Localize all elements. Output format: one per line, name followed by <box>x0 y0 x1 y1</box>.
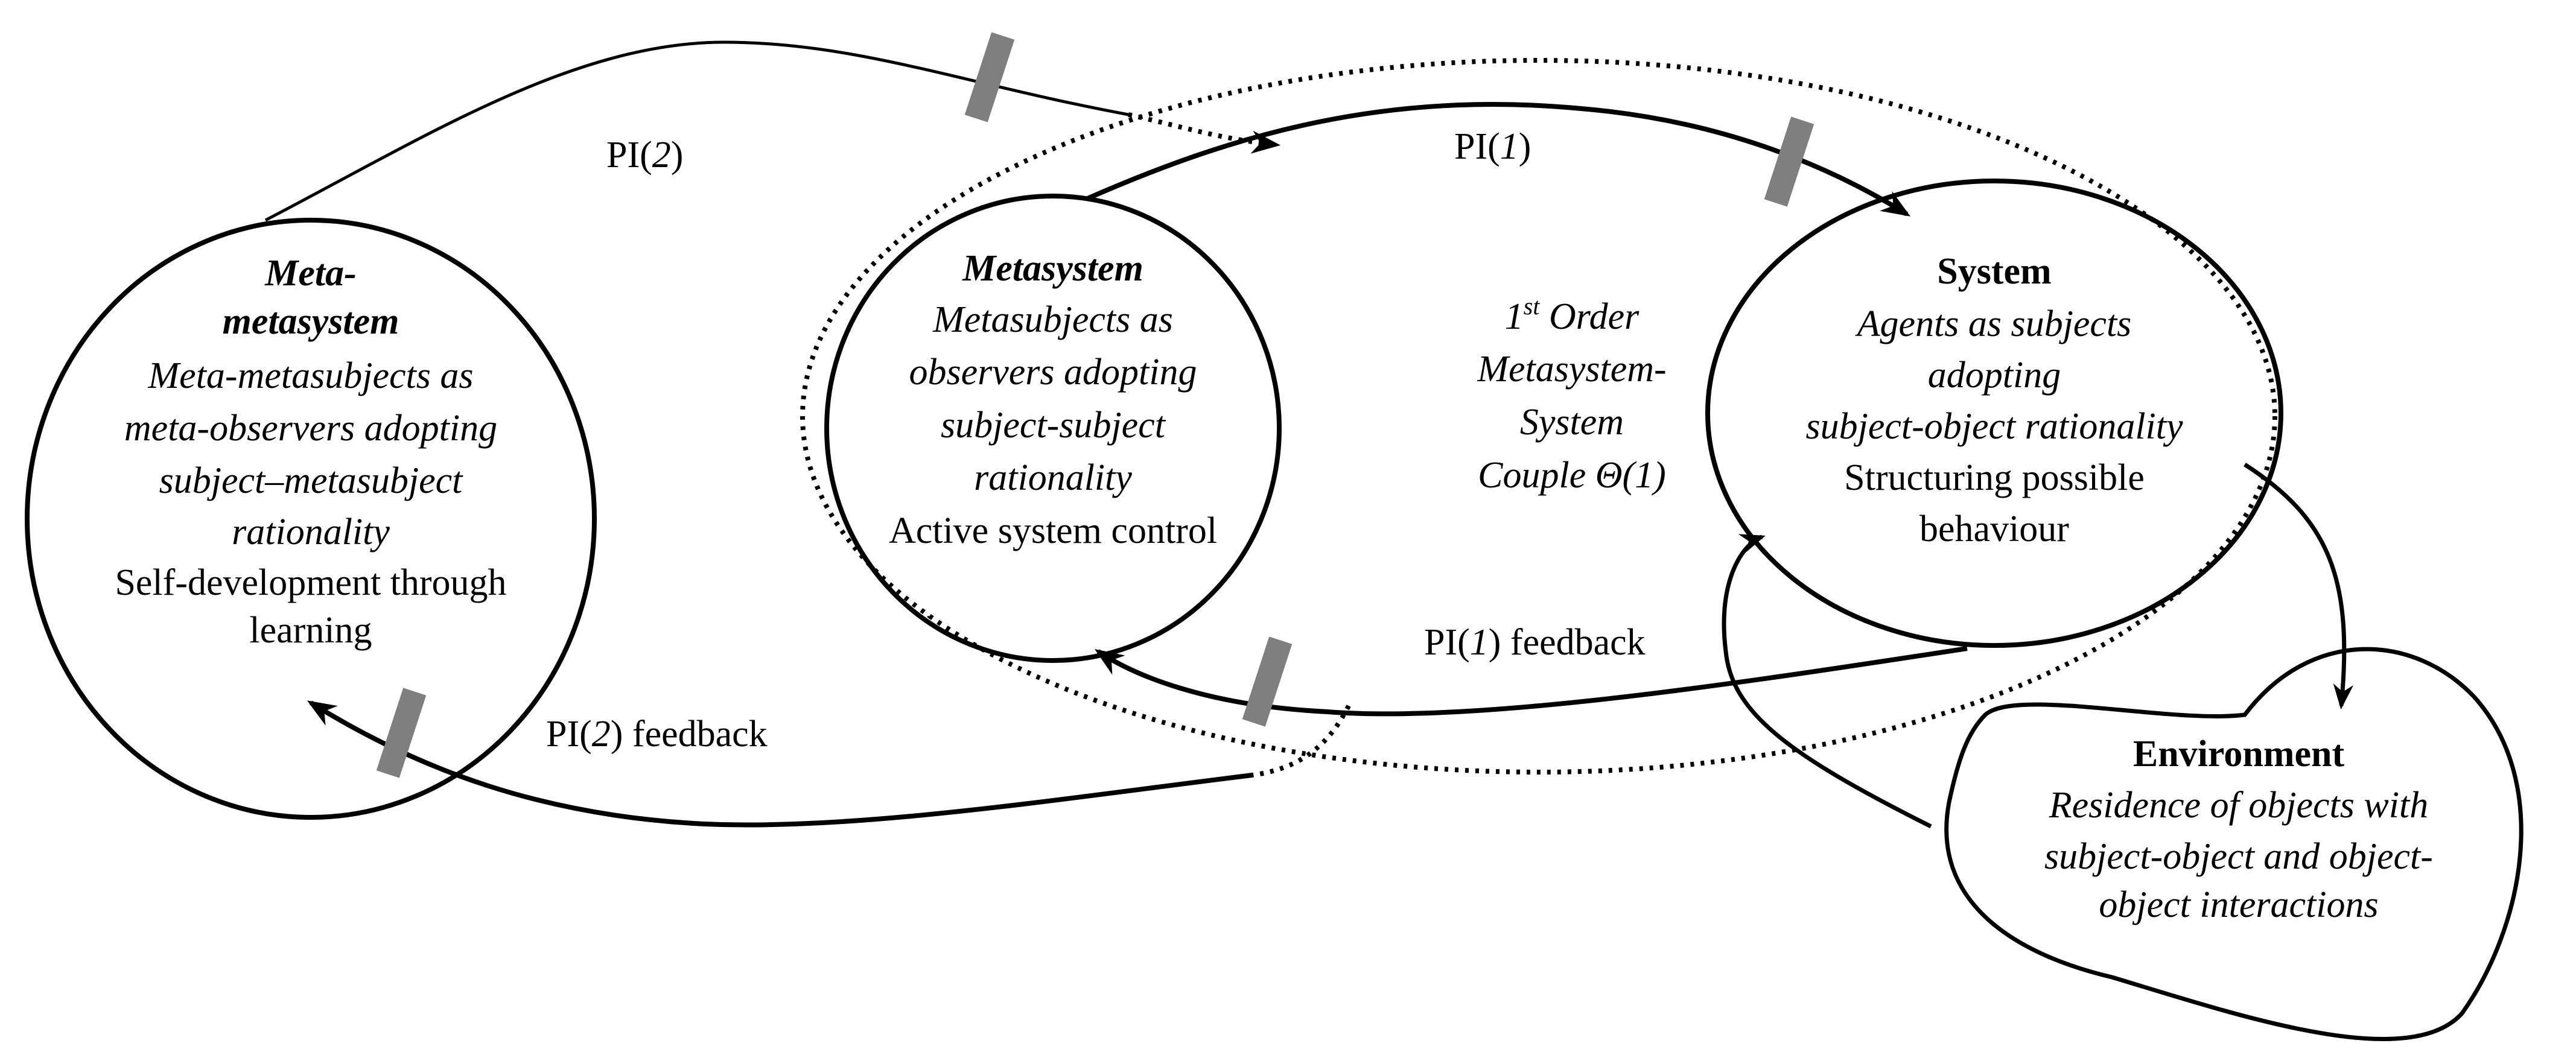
pi1-arrow <box>1085 102 1911 217</box>
metasystem-desc-1: Metasubjects as <box>932 299 1173 340</box>
environment-title: Environment <box>2133 734 2345 775</box>
couple-line-4: Couple Θ(1) <box>1478 455 1666 496</box>
meta-metasystem-role-2: learning <box>249 610 372 651</box>
couple-line-2: Metasystem- <box>1477 349 1666 390</box>
meta-metasystem-desc-2: meta-observers adopting <box>124 408 497 449</box>
system-node <box>1705 179 2283 648</box>
metasystem-role-1: Active system control <box>889 510 1217 551</box>
system-to-environment-arrow <box>2244 463 2354 710</box>
pi1-delay-bar <box>1764 116 1814 207</box>
system-desc-2: adopting <box>1928 355 2061 396</box>
meta-metasystem-text: Meta- metasystem Meta-metasubjects as me… <box>115 253 506 651</box>
meta-metasystem-title-1: Meta- <box>264 253 357 294</box>
meta-metasystem-desc-4: rationality <box>232 512 390 553</box>
pi2-feedback-delay-bar <box>376 688 427 778</box>
pi1-feedback-arrow <box>1095 646 1968 717</box>
environment-text: Environment Residence of objects with su… <box>2044 734 2433 925</box>
metasystem-desc-3: subject-subject <box>941 405 1166 446</box>
pi1-feedback-label: PI(1) feedback <box>1424 622 1646 663</box>
system-role-2: behaviour <box>1919 509 2069 550</box>
environment-desc-2: subject-object and object- <box>2044 836 2433 877</box>
pi2-arrow-dotted <box>1128 112 1281 154</box>
system-role-1: Structuring possible <box>1844 457 2145 498</box>
metasystem-title: Metasystem <box>962 248 1143 289</box>
metasystem-node <box>824 194 1282 663</box>
couple-label: 1st Order Metasystem- System Couple Θ(1) <box>1477 293 1666 496</box>
meta-metasystem-node <box>25 218 597 820</box>
meta-metasystem-role-1: Self-development through <box>115 562 506 603</box>
pi2-label: PI(2) <box>606 135 683 176</box>
environment-desc-1: Residence of objects with <box>2049 785 2428 826</box>
pi2-delay-bar <box>964 32 1015 122</box>
meta-metasystem-title-2: metasystem <box>223 301 399 342</box>
meta-metasystem-desc-1: Meta-metasubjects as <box>148 355 474 396</box>
pi2-feedback-arrow <box>307 700 1253 828</box>
pi2-feedback-label: PI(2) feedback <box>546 714 768 755</box>
metasystem-desc-2: observers adopting <box>909 352 1197 393</box>
system-text: System Agents as subjects adopting subje… <box>1805 251 2183 550</box>
system-desc-3: subject-object rationality <box>1805 406 2183 447</box>
couple-boundary <box>800 58 2277 775</box>
couple-line-1: 1st Order <box>1505 293 1639 337</box>
metasystem-text: Metasystem Metasubjects as observers ado… <box>889 248 1217 551</box>
couple-line-3: System <box>1520 402 1624 443</box>
environment-shape <box>1944 647 2524 1041</box>
environment-desc-3: object interactions <box>2099 884 2378 925</box>
environment-to-system-arrow <box>1722 534 1932 829</box>
pi1-feedback-delay-bar <box>1242 636 1293 727</box>
system-desc-1: Agents as subjects <box>1855 303 2132 344</box>
meta-metasystem-desc-3: subject–metasubject <box>159 460 464 501</box>
metasystem-desc-4: rationality <box>974 457 1132 498</box>
system-title: System <box>1937 251 2051 292</box>
pi2-feedback-dotted <box>1251 705 1351 778</box>
pi1-label: PI(1) <box>1454 126 1531 167</box>
